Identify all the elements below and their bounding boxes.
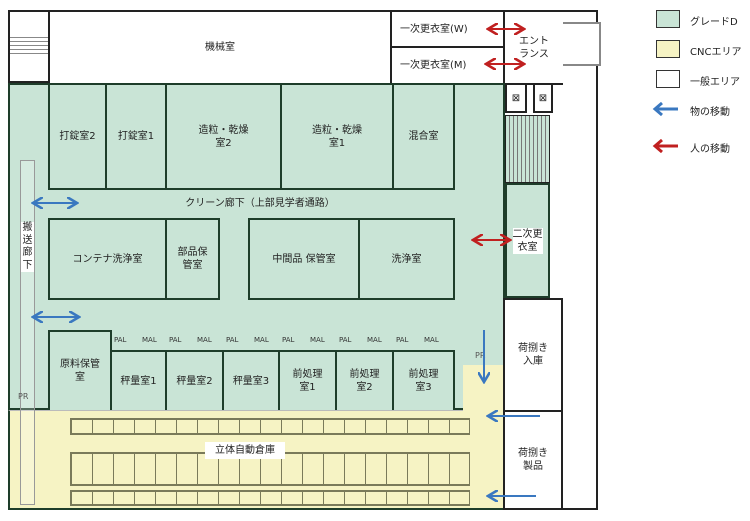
airlock-pal: PAL — [114, 336, 127, 344]
legend-label: CNCエリア — [690, 47, 742, 58]
room-products: 荷捌き製品 — [503, 410, 563, 510]
room-label: 打錠室1 — [117, 131, 155, 142]
legend-swatch-cnc — [656, 40, 680, 58]
room-change1w: 一次更衣室(W) — [390, 10, 505, 48]
room-label: 原料保管室 — [60, 359, 100, 383]
room-label: 造粒・乾燥室2 — [198, 124, 249, 149]
clean-corridor-label: クリーン廊下（上部見学者通路） — [185, 198, 335, 209]
room-label: 前処理室1 — [292, 369, 323, 393]
legend-swatch-general — [656, 70, 680, 88]
room-warehouse: 立体自動倉庫 — [205, 442, 285, 459]
room-washing: 洗浄室 — [358, 218, 455, 300]
room-label: 荷捌き製品 — [518, 448, 548, 472]
airlock-mal: MAL — [197, 336, 212, 344]
room-intermediate-storage: 中間品 保管室 — [248, 218, 360, 300]
room-parts-storage: 部品保管室 — [165, 218, 220, 300]
room-label: 部品保管室 — [177, 247, 208, 271]
airlock-mal: MAL — [142, 336, 157, 344]
blue-arrow-icon — [652, 102, 678, 116]
red-arrow-icon — [652, 139, 678, 153]
transport-corridor-label: 搬送廊下 — [21, 222, 34, 272]
legend-label: 一般エリア — [690, 77, 740, 88]
storage-rack — [70, 418, 470, 435]
room-pre1: 前処理室1 — [278, 350, 337, 412]
room-raw-storage: 原料保管室 — [48, 330, 112, 412]
room-granulation2: 造粒・乾燥室2 — [165, 83, 282, 190]
room-container-wash: コンテナ洗浄室 — [48, 218, 167, 300]
legend-label: グレードD — [690, 17, 738, 28]
room-label: 機械室 — [205, 42, 235, 53]
room-label: 混合室 — [408, 131, 439, 142]
movement-arrows — [0, 0, 540, 521]
elevator: ⊠ — [533, 83, 553, 113]
storage-rack — [70, 490, 470, 506]
airlock-mal: MAL — [367, 336, 382, 344]
room-label: 造粒・乾燥室1 — [312, 124, 362, 149]
airlock-mal: MAL — [310, 336, 325, 344]
room-label: 一次更衣室(M) — [400, 60, 467, 71]
room-label: コンテナ洗浄室 — [72, 253, 143, 265]
room-granulation1: 造粒・乾燥室1 — [280, 83, 394, 190]
elevator: ⊠ — [505, 83, 527, 113]
stairs-right — [505, 115, 550, 183]
room-tablet1: 打錠室1 — [105, 83, 167, 190]
room-label: 荷捌き入庫 — [518, 343, 548, 367]
room-label: 洗浄室 — [391, 253, 422, 265]
room-mixing: 混合室 — [392, 83, 455, 190]
airlock-pal: PAL — [339, 336, 352, 344]
stairs-top-left — [8, 10, 50, 83]
room-weigh2: 秤量室2 — [165, 350, 224, 412]
room-label: 前処理室3 — [408, 369, 439, 393]
legend-label: 人の移動 — [690, 144, 730, 155]
airlock-mal: MAL — [254, 336, 269, 344]
room-label: 打錠室2 — [59, 131, 96, 142]
room-label: 秤量室3 — [232, 375, 270, 387]
airlock-pal: PAL — [396, 336, 409, 344]
legend-swatch-grade-d — [656, 10, 680, 28]
room-label: 秤量室2 — [176, 375, 213, 387]
room-label: 秤量室1 — [120, 375, 157, 387]
room-pre3: 前処理室3 — [392, 350, 455, 412]
entrance-door — [563, 22, 601, 66]
airlock-pal: PAL — [169, 336, 182, 344]
room-label: 中間品 保管室 — [272, 253, 336, 265]
room-label: エントランス — [519, 35, 549, 60]
airlock-mal: MAL — [424, 336, 439, 344]
airlock-pal: PAL — [226, 336, 239, 344]
airlock-pal: PAL — [282, 336, 295, 344]
storage-rack — [70, 452, 470, 486]
room-label: 前処理室2 — [349, 369, 380, 393]
pr-label: PR — [18, 392, 29, 401]
legend-label: 物の移動 — [690, 107, 730, 118]
room-label: 二次更衣室 — [512, 227, 543, 254]
pr-label: PR — [475, 351, 486, 360]
room-label: 一次更衣室(W) — [400, 23, 468, 35]
